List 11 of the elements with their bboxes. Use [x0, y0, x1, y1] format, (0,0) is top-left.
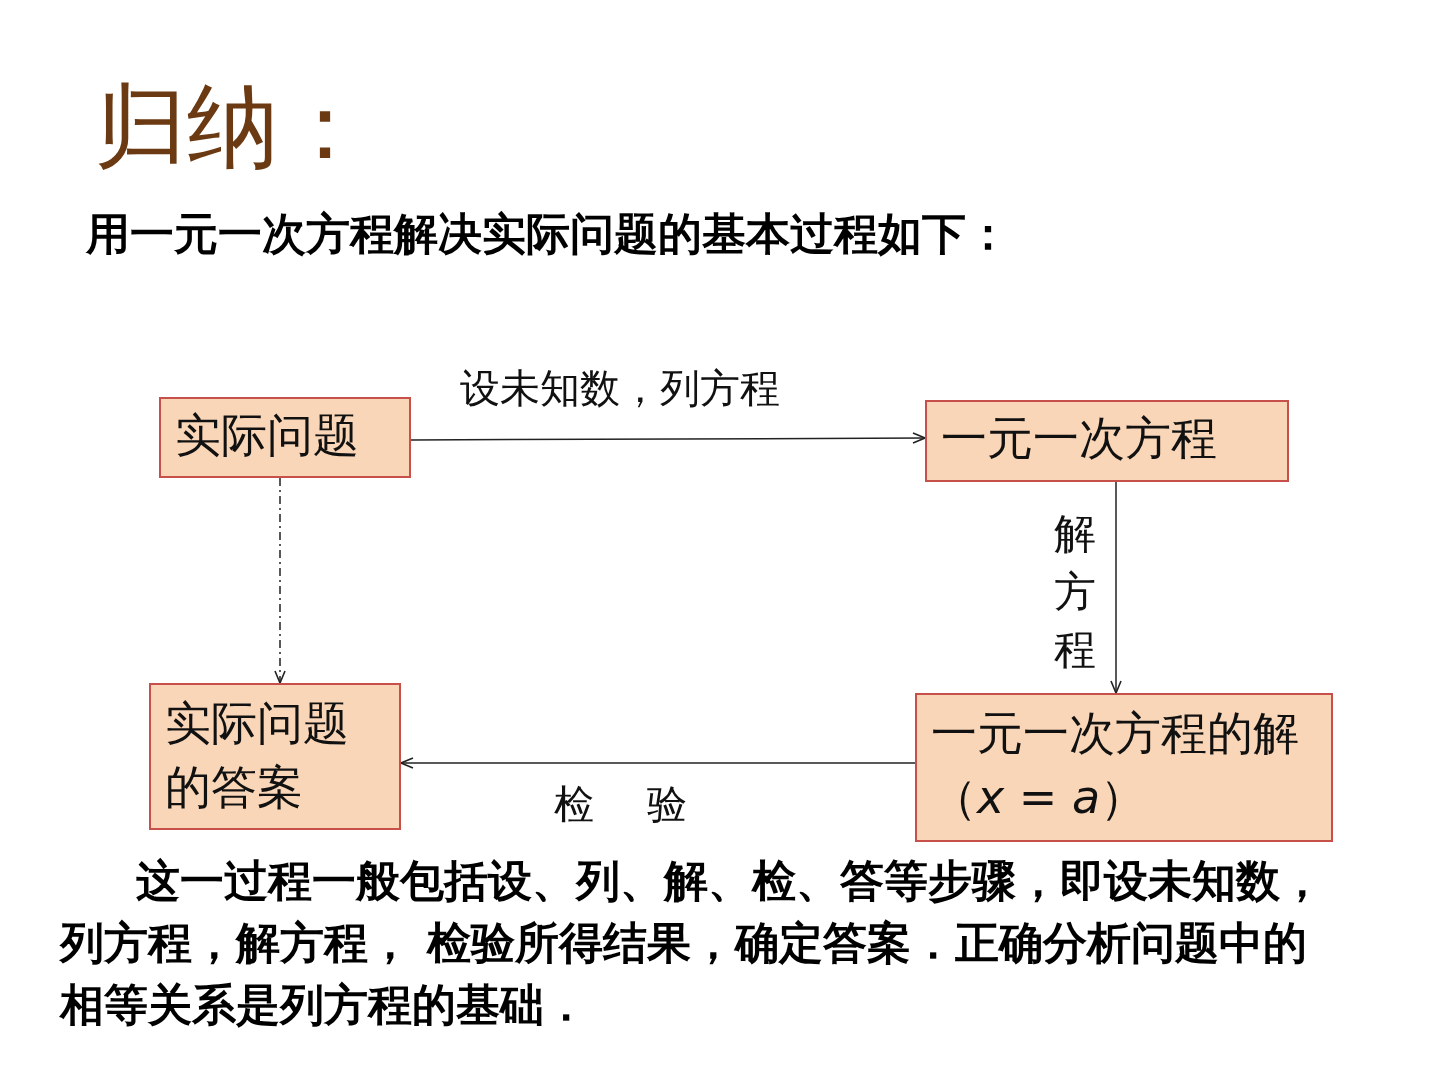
process-box: 一元一次方程 — [925, 400, 1289, 482]
dashed-arrow — [274, 477, 286, 684]
subheading: 用一元一次方程解决实际问题的基本过程如下： — [86, 207, 1010, 261]
arrow — [1110, 481, 1122, 694]
process-box: 一元一次方程的解（x = a） — [915, 693, 1333, 842]
process-box: 实际问题 — [159, 397, 411, 478]
arrow — [410, 432, 926, 444]
arrow — [400, 757, 916, 769]
process-box: 实际问题的答案 — [149, 683, 401, 830]
paragraph: 这一过程一般包括设、列、解、检、答等步骤，即设未知数，列方程，解方程， 检验所得结果，确定答案．正确分析问题中的相等关系是列方程的基础． — [60, 854, 1325, 1032]
heading: 归纳： — [95, 72, 371, 182]
